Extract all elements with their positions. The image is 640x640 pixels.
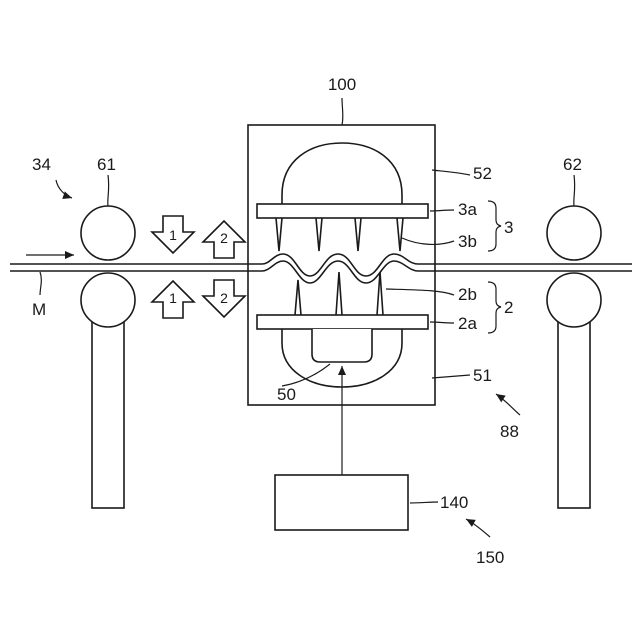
svg-text:1: 1 <box>169 290 177 306</box>
lower-down-arrow-2: 2 <box>203 280 245 317</box>
upper-plate-3a <box>257 204 428 218</box>
lower-up-arrow-1: 1 <box>152 281 194 318</box>
label-100: 100 <box>328 75 356 94</box>
label-34: 34 <box>32 155 51 174</box>
housing-frame <box>248 125 435 405</box>
label-150: 150 <box>476 548 504 567</box>
drive-member-50 <box>312 329 372 362</box>
lower-plate-2a <box>257 315 428 329</box>
right-roller-stand <box>547 206 601 508</box>
svg-text:2: 2 <box>220 230 228 246</box>
controller-box-140 <box>275 475 408 530</box>
label-51: 51 <box>473 366 492 385</box>
label-3a: 3a <box>458 200 477 219</box>
upper-down-arrow-1: 1 <box>152 216 194 253</box>
svg-text:2: 2 <box>220 290 228 306</box>
svg-text:1: 1 <box>169 227 177 243</box>
label-140: 140 <box>440 493 468 512</box>
label-2a: 2a <box>458 314 477 333</box>
label-2: 2 <box>504 298 513 317</box>
label-62: 62 <box>563 155 582 174</box>
label-52: 52 <box>473 164 492 183</box>
label-3b: 3b <box>458 232 477 251</box>
label-88: 88 <box>500 422 519 441</box>
brace-group-3 <box>488 201 501 251</box>
label-61: 61 <box>97 155 116 174</box>
brace-group-2 <box>488 282 501 333</box>
upper-up-arrow-2: 2 <box>203 221 245 258</box>
left-roller-stand <box>81 206 135 508</box>
label-50: 50 <box>277 385 296 404</box>
label-M: M <box>32 300 46 319</box>
label-3: 3 <box>504 218 513 237</box>
label-2b: 2b <box>458 285 477 304</box>
